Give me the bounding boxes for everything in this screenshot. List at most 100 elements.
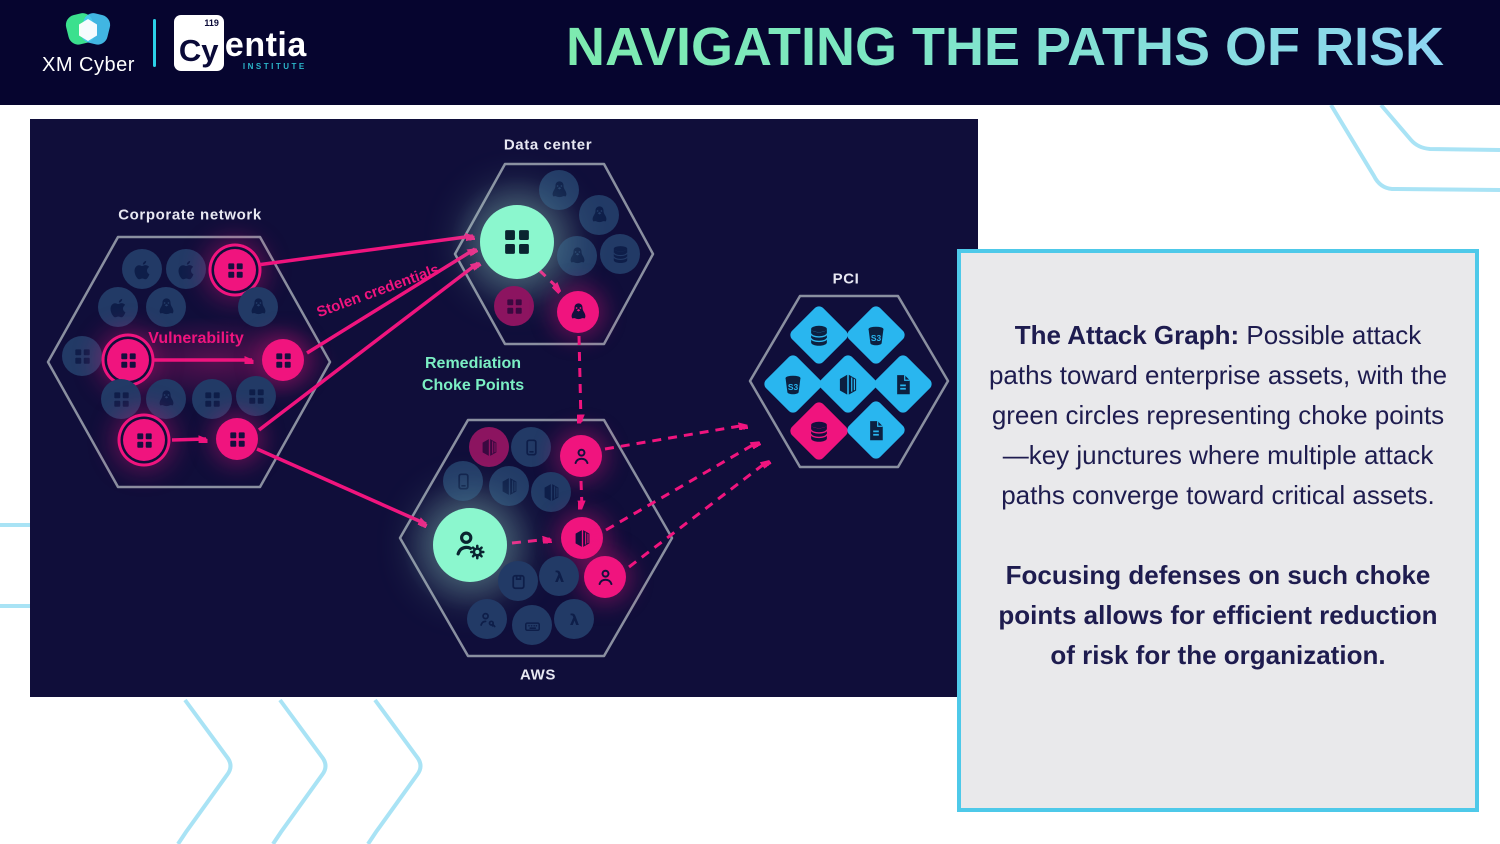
- doc-icon: [863, 417, 890, 444]
- linux-icon: [155, 388, 178, 411]
- xm-cyber-icon: [66, 13, 111, 45]
- attack-path-dashed-9: [511, 539, 550, 545]
- gateway-icon: [521, 614, 544, 637]
- node-aws-lambda: λ: [554, 599, 594, 639]
- node-corporate-windows: [123, 419, 165, 461]
- ec2-icon: [571, 527, 594, 550]
- node-aws-lambda: λ: [539, 556, 579, 596]
- linux-icon: [566, 245, 589, 268]
- ec2-icon: [478, 436, 501, 459]
- zone-hexagon-pci: [748, 294, 950, 469]
- node-pci-s3: S3: [761, 352, 825, 416]
- zone-hexagon-datacenter: [453, 162, 655, 346]
- node-corporate-windows: [107, 339, 149, 381]
- attack-path-dashed-11: [605, 442, 758, 532]
- windows-icon: [117, 349, 140, 372]
- node-aws-gateway: [512, 605, 552, 645]
- windows-icon: [272, 349, 295, 372]
- network-zones-svg: [46, 162, 950, 658]
- node-pci-ec2: [816, 352, 880, 416]
- node-pci-doc: [871, 352, 935, 416]
- ec2-icon: [835, 371, 862, 398]
- svg-text:λ: λ: [569, 610, 579, 628]
- linux-icon: [548, 179, 571, 202]
- cyentia-suffix: entia: [224, 25, 307, 64]
- attack-path-dashed-10: [604, 425, 746, 451]
- windows-icon: [133, 429, 156, 452]
- apple-icon: [131, 258, 154, 281]
- ec2-icon: [540, 481, 563, 504]
- apple-icon: [175, 258, 198, 281]
- node-corporate-windows: [216, 418, 258, 460]
- xm-cyber-label: XM Cyber: [42, 54, 135, 76]
- node-datacenter-linux: [579, 195, 619, 235]
- cyentia-institute-label: INSTITUTE: [242, 61, 307, 71]
- user-icon: [570, 445, 593, 468]
- node-pci-database: [787, 303, 851, 367]
- node-corporate-windows: [262, 339, 304, 381]
- vulnerability-label: Vulnerability: [148, 330, 244, 347]
- apple-icon: [107, 296, 130, 319]
- node-aws-user: [560, 435, 602, 477]
- node-corporate-windows: [236, 376, 276, 416]
- node-aws-ec2: [489, 466, 529, 506]
- mobile-icon: [452, 470, 475, 493]
- cyentia-logo: Cy 119 entia INSTITUTE: [173, 14, 307, 71]
- node-aws-ec2: [531, 472, 571, 512]
- node-corporate-windows: [101, 379, 141, 419]
- iamrole-icon: [451, 526, 489, 564]
- xm-cyber-logo: XM Cyber: [42, 8, 135, 77]
- zone-label-aws: AWS: [520, 666, 556, 684]
- lambda-icon: λ: [563, 608, 586, 631]
- node-datacenter-windows: [494, 286, 534, 326]
- zone-label-corporate: Corporate network: [118, 206, 262, 224]
- node-pci-database: [787, 399, 851, 463]
- cyentia-element-number: 119: [204, 17, 219, 28]
- node-pci-doc: [844, 398, 908, 462]
- attack-path-solid-4: [257, 263, 478, 432]
- node-aws-iamrole-chokepoint: [433, 508, 507, 582]
- s3-icon: S3: [863, 322, 890, 349]
- svg-text:λ: λ: [554, 567, 564, 585]
- header-bar: XM Cyber Cy 119 entia INSTITUTE NAVIGATI…: [0, 0, 1500, 105]
- attack-path-dashed-7: [579, 335, 581, 422]
- linux-icon: [155, 296, 178, 319]
- node-aws-mobile: [511, 427, 551, 467]
- windows-icon: [110, 388, 133, 411]
- package-icon: [507, 570, 530, 593]
- attack-path-solid-1: [171, 439, 206, 440]
- windows-icon: [226, 428, 249, 451]
- cyentia-wordmark: entia INSTITUTE: [224, 25, 307, 71]
- attack-graph-paragraph: The Attack Graph: Possible attack paths …: [987, 315, 1449, 515]
- explanation-panel: The Attack Graph: Possible attack paths …: [957, 249, 1479, 812]
- node-corporate-apple: [98, 287, 138, 327]
- database-icon: [806, 418, 833, 445]
- zone-label-datacenter: Data center: [503, 136, 593, 154]
- user-icon: [594, 566, 617, 589]
- linux-icon: [247, 296, 270, 319]
- attack-path-solid-5: [256, 447, 426, 524]
- remediation-choke-points-label: Remediation Choke Points: [421, 355, 525, 394]
- svg-text:S3: S3: [871, 332, 882, 342]
- attack-graph-body: Possible attack paths toward enterprise …: [988, 320, 1448, 510]
- attack-paths-svg: [154, 119, 978, 569]
- node-corporate-windows: [62, 336, 102, 376]
- decor-corner-line-outer: [1329, 103, 1500, 192]
- ec2-icon: [498, 475, 521, 498]
- windows-icon: [245, 385, 268, 408]
- brand-divider: [152, 18, 156, 67]
- windows-icon: [498, 223, 536, 261]
- node-corporate-linux: [238, 287, 278, 327]
- node-datacenter-linux: [557, 291, 599, 333]
- attack-graph-lead: The Attack Graph:: [1014, 320, 1240, 350]
- zone-label-pci: PCI: [832, 270, 860, 288]
- node-datacenter-windows-chokepoint: [480, 205, 554, 279]
- node-aws-mobile: [443, 461, 483, 501]
- s3-icon: S3: [780, 371, 807, 398]
- linux-icon: [567, 301, 590, 324]
- linux-icon: [588, 204, 611, 227]
- attack-path-dashed-6: [537, 268, 560, 290]
- attack-path-solid-3: [306, 249, 475, 355]
- cyentia-element-symbol: Cy: [178, 32, 219, 68]
